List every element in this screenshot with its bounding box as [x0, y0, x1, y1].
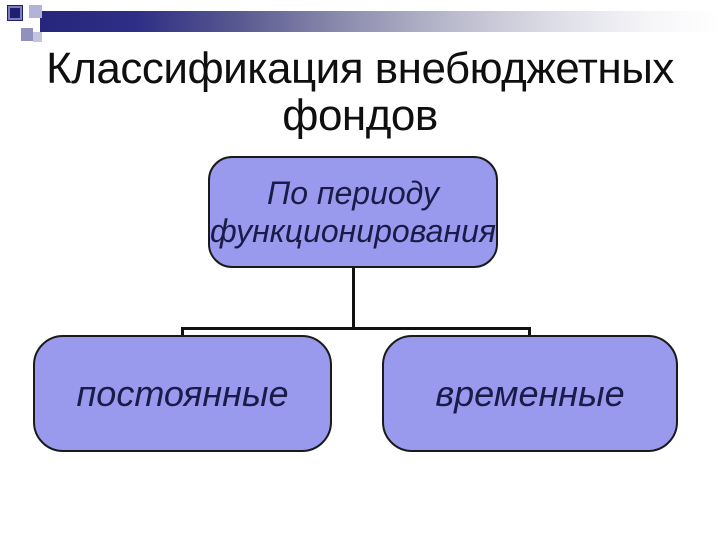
slide-title-line2: фондов — [282, 91, 438, 140]
diagram-node-root: По периоду функционирования — [208, 156, 498, 268]
connector-drop-left — [181, 327, 184, 336]
diagram-node-temporary: временные — [382, 335, 678, 452]
diagram-node-permanent: постоянные — [33, 335, 332, 452]
root-node-label-line2: функционирования — [210, 213, 496, 249]
temporary-node-label: временные — [435, 372, 625, 414]
decoration-square-light — [33, 32, 42, 42]
connector-crossbar — [181, 327, 531, 330]
root-node-label-line1: По периоду — [267, 175, 439, 211]
slide-title: Классификация внебюджетных фондов — [0, 45, 720, 139]
decoration-square-navy — [8, 6, 22, 20]
decoration-square-lavender — [29, 5, 42, 18]
header-gradient-bar — [40, 11, 720, 32]
decoration-square-slate — [21, 28, 33, 41]
connector-stem — [352, 268, 355, 329]
slide-title-line1: Классификация внебюджетных — [46, 44, 674, 93]
permanent-node-label: постоянные — [76, 372, 289, 414]
connector-drop-right — [528, 327, 531, 336]
root-node-label: По периоду функционирования — [210, 174, 496, 250]
